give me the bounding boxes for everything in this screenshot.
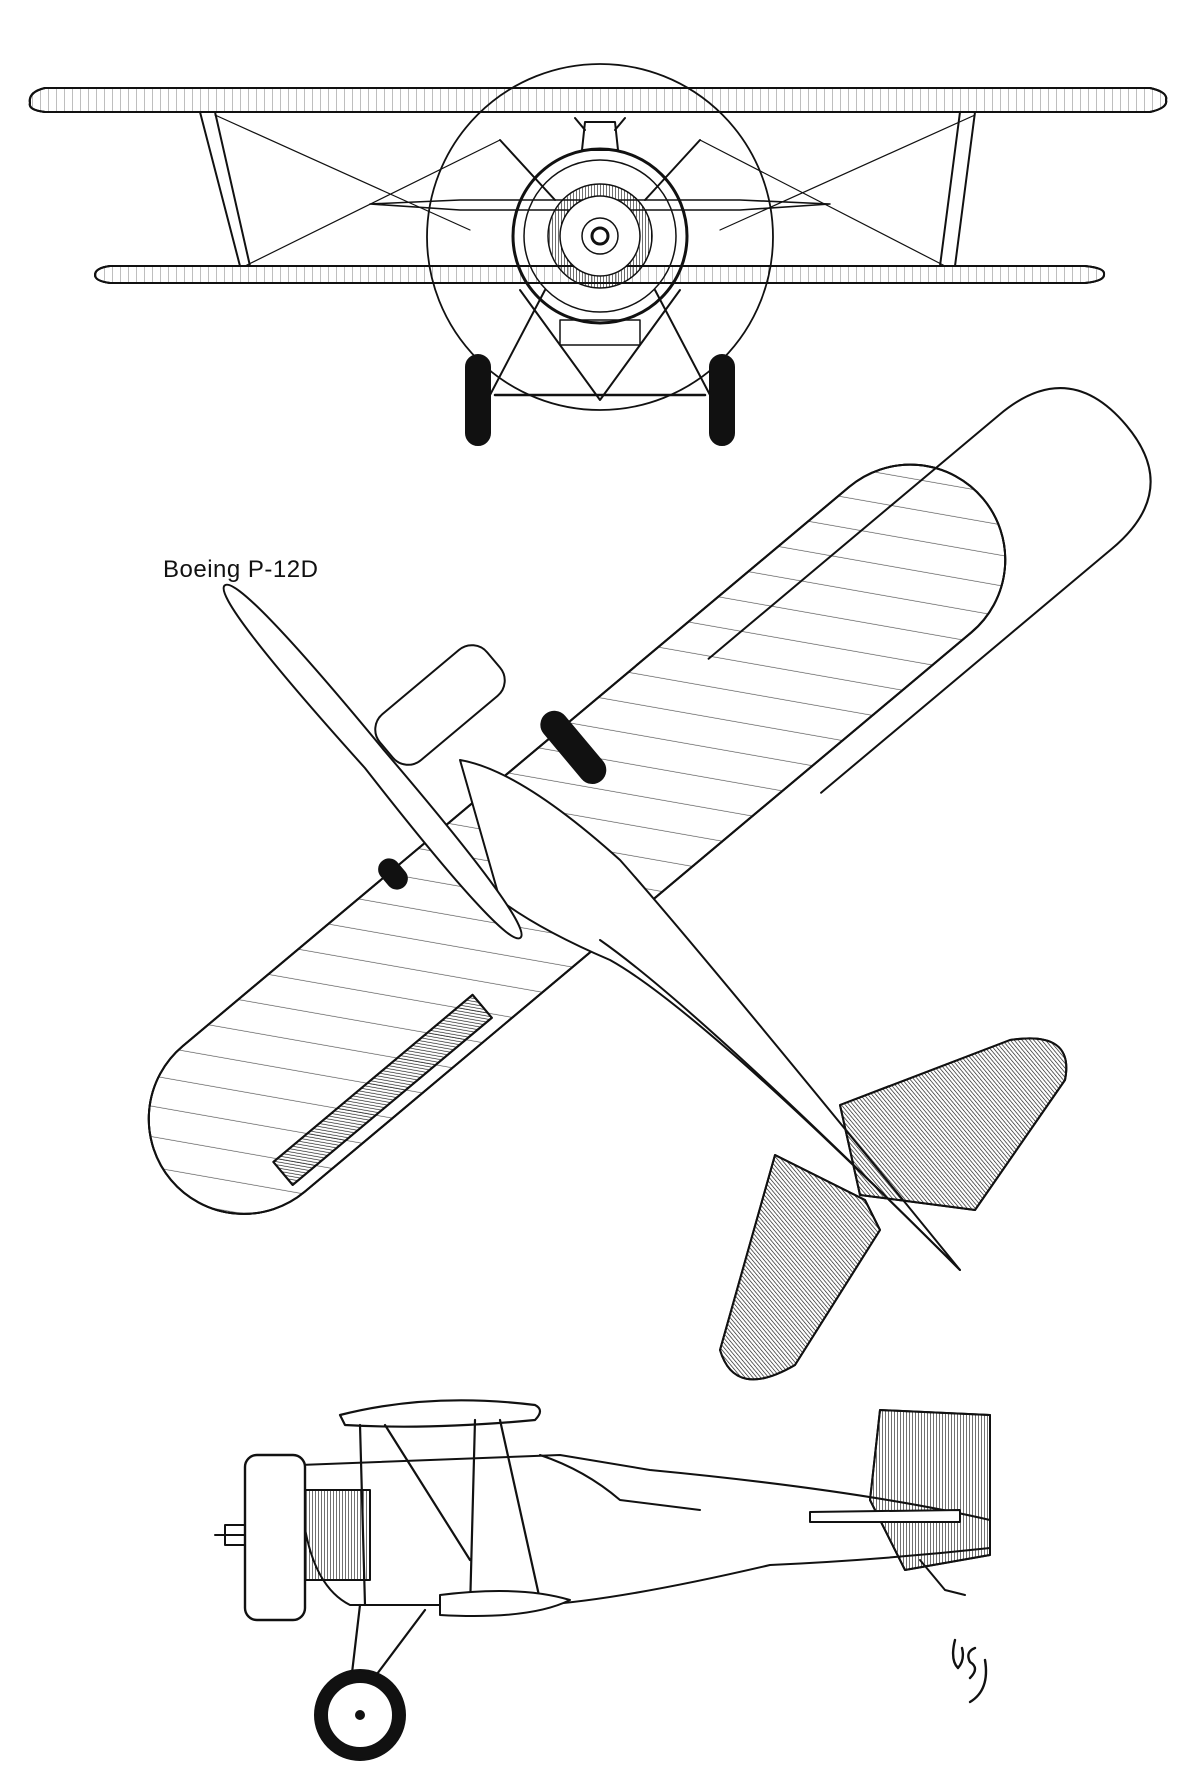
- front-right-wheel: [709, 354, 735, 446]
- engine-cylinders: [547, 183, 653, 289]
- plan-view: [147, 387, 1152, 1381]
- plan-cowling: [374, 644, 506, 766]
- drawing-title: Boeing P-12D: [163, 556, 319, 583]
- artist-signature: [951, 1638, 988, 1704]
- side-lower-wing: [439, 1590, 571, 1617]
- side-view: [214, 1399, 991, 1761]
- front-view: [28, 63, 1168, 446]
- plan-fuselage: [459, 759, 961, 1271]
- side-engine-cowl: [243, 1453, 307, 1622]
- front-left-wheel: [465, 354, 491, 446]
- side-upper-wing: [338, 1399, 542, 1428]
- plan-horizontal-tail: [719, 1037, 1068, 1381]
- plan-propeller: [222, 583, 523, 940]
- front-propeller-disc: [426, 63, 774, 411]
